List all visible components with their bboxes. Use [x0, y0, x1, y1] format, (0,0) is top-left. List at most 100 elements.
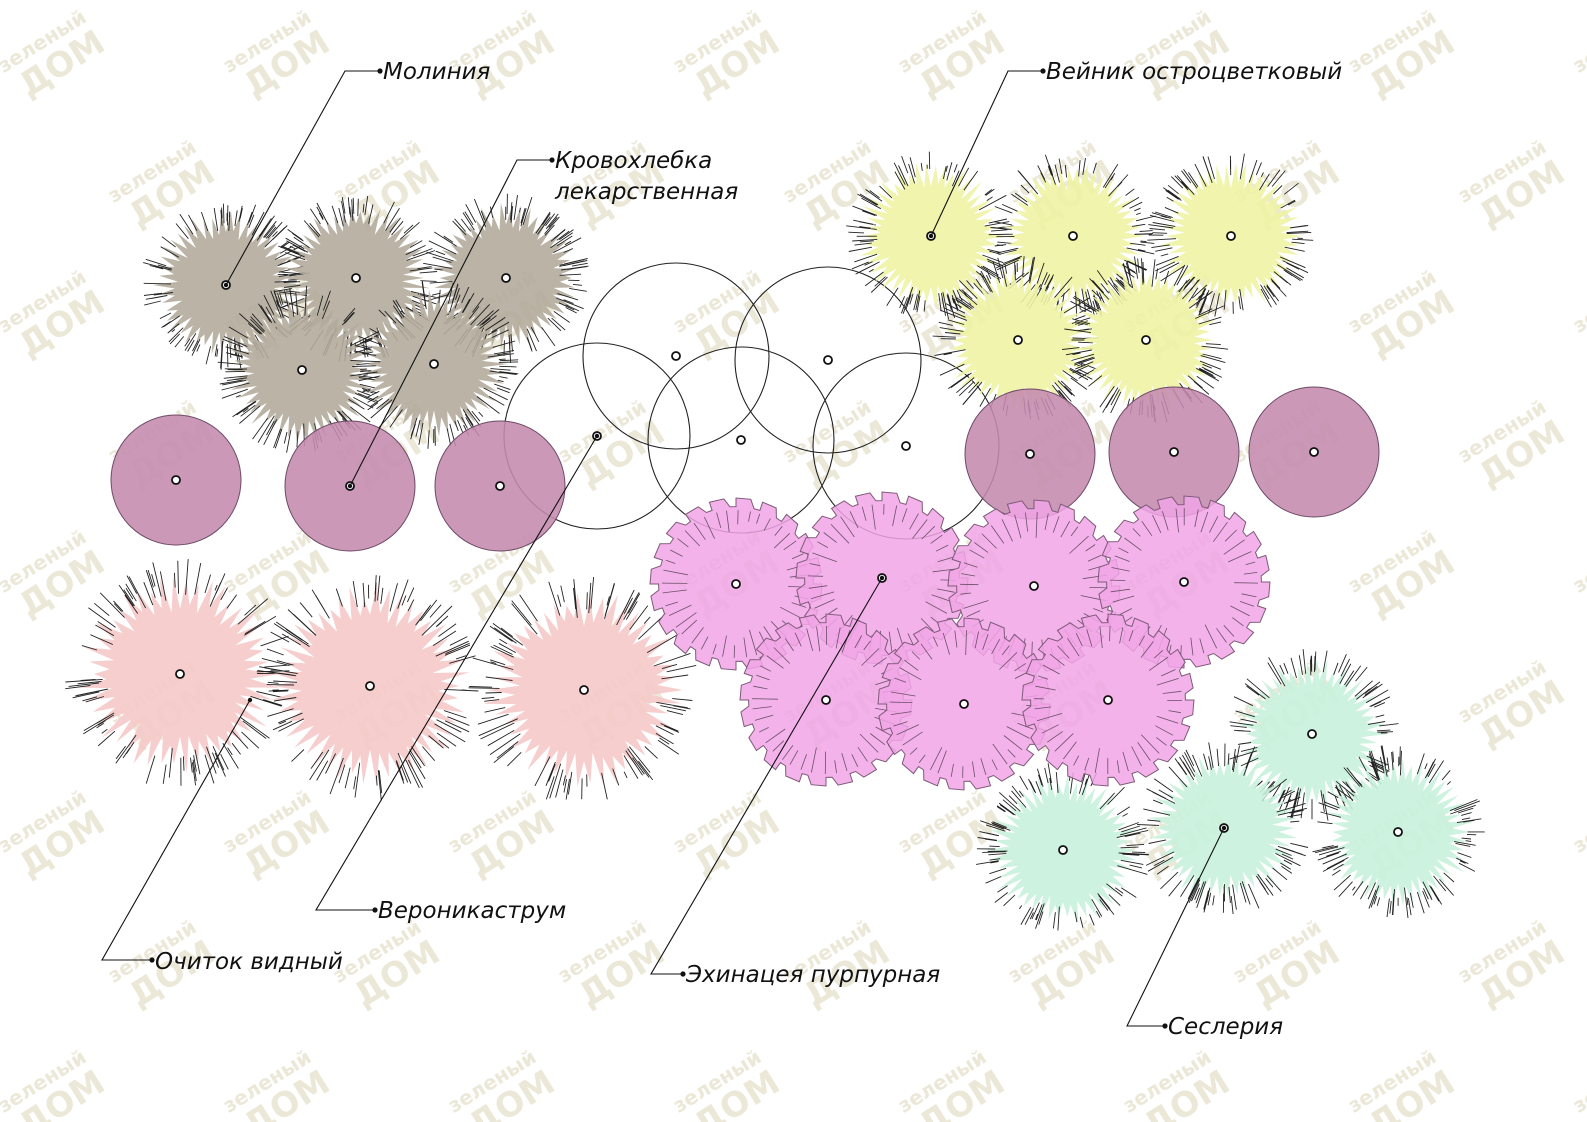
- plant-center-dot: [671, 351, 681, 361]
- leader-start-dot: [247, 697, 253, 703]
- plant-calamagrostis: [846, 151, 1014, 320]
- callout-veronicastrum: Вероникаструм: [378, 898, 566, 924]
- plant-sedum: [468, 576, 697, 800]
- foliage-spikes: [1312, 745, 1485, 919]
- plant-center-dot: [171, 475, 181, 485]
- leader-molinia: [223, 68, 383, 288]
- leader-end-dot: [377, 68, 383, 74]
- plant-echinacea: [739, 613, 913, 787]
- plant-center-dot: [1068, 231, 1078, 241]
- callout-label-molinia: Молиния: [383, 59, 491, 85]
- callout-sanguisorba: Кровохлебка лекарственная: [554, 148, 738, 205]
- plant-layer: [65, 151, 1485, 931]
- leader-line: [225, 70, 380, 286]
- plant-sesleria: [1312, 745, 1485, 919]
- plant-sedum: [65, 559, 296, 786]
- plant-group-sanguisorba-right: [964, 386, 1380, 520]
- plant-center-dot: [1103, 695, 1113, 705]
- plant-center-dot: [365, 681, 375, 691]
- foliage-spikes: [976, 763, 1149, 931]
- plant-center-dot: [731, 579, 741, 589]
- leader-sesleria: [1126, 825, 1227, 1029]
- plant-calamagrostis: [1062, 256, 1229, 423]
- leader-start-dot: [1221, 825, 1227, 831]
- plant-echinacea: [877, 617, 1051, 791]
- plant-group-sanguisorba: [110, 414, 566, 552]
- plant-sedum: [257, 575, 479, 801]
- plant-center-dot: [1307, 729, 1317, 739]
- plant-center-dot: [297, 365, 307, 375]
- foliage-spikes: [257, 575, 479, 801]
- leader-line: [650, 577, 883, 975]
- plant-center-dot: [901, 441, 911, 451]
- foliage-spikes: [143, 203, 310, 370]
- plant-center-dot: [736, 435, 746, 445]
- leader-start-dot: [223, 282, 229, 288]
- plant-center-dot: [351, 273, 361, 283]
- callout-label-veronicastrum: Вероникаструм: [378, 898, 566, 924]
- leader-end-dot: [149, 957, 155, 963]
- plant-calamagrostis: [1147, 153, 1314, 317]
- plant-sesleria: [1137, 742, 1309, 915]
- plant-group-sedum: [65, 559, 697, 801]
- plant-outline: [734, 266, 922, 454]
- callout-sedum: Очиток видный: [155, 949, 343, 975]
- leader-line: [1126, 827, 1225, 1027]
- leader-line: [101, 699, 251, 961]
- plant-center-dot: [959, 699, 969, 709]
- leader-echinacea: [650, 575, 885, 977]
- leader-end-dot: [1162, 1023, 1168, 1029]
- leader-line: [930, 70, 1043, 237]
- plant-group-calamagrostis: [846, 151, 1314, 423]
- plant-center-dot: [1309, 447, 1319, 457]
- leader-veronicastrum: [315, 433, 600, 913]
- plant-center-dot: [579, 685, 589, 695]
- leader-start-dot: [347, 483, 353, 489]
- plant-veronicastrum: [582, 262, 770, 450]
- leader-start-dot: [594, 433, 600, 439]
- plant-sanguisorba: [110, 414, 242, 546]
- foliage-spikes: [846, 151, 1014, 320]
- flower-rays: [1034, 626, 1183, 774]
- callout-molinia: Молиния: [383, 59, 491, 85]
- leader-start-dot: [879, 575, 885, 581]
- callout-echinacea: Эхинацея пурпурная: [685, 962, 940, 988]
- plant-center-dot: [1226, 231, 1236, 241]
- callout-label-sedum: Очиток видный: [155, 949, 343, 975]
- plant-center-dot: [1179, 577, 1189, 587]
- plant-group-sesleria: [976, 649, 1485, 931]
- leader-line: [315, 435, 598, 911]
- plant-sanguisorba-right: [1248, 386, 1380, 518]
- plant-center-dot: [821, 695, 831, 705]
- leader-end-dot: [549, 157, 555, 163]
- callout-label-echinacea: Эхинацея пурпурная: [685, 962, 940, 988]
- leader-layer: [101, 68, 1227, 1029]
- leader-sedum: [101, 697, 253, 963]
- plant-center-dot: [501, 273, 511, 283]
- plant-center-dot: [1169, 447, 1179, 457]
- leader-calamagrostis: [928, 68, 1046, 239]
- plant-echinacea: [1021, 613, 1195, 787]
- leader-start-dot: [928, 233, 934, 239]
- leader-sanguisorba: [347, 157, 555, 489]
- plant-center-dot: [495, 481, 505, 491]
- callout-label-sesleria: Сеслерия: [1168, 1014, 1283, 1040]
- plant-molinia: [349, 280, 519, 449]
- plant-outline: [582, 262, 770, 450]
- callout-label-sanguisorba-line2: лекарственная: [554, 179, 738, 205]
- callout-label-calamagrostis: Вейник остроцветковый: [1046, 59, 1342, 85]
- plant-center-dot: [175, 669, 185, 679]
- plant-sanguisorba-right: [1108, 386, 1240, 518]
- plant-center-dot: [1058, 845, 1068, 855]
- plant-sanguisorba-right: [964, 388, 1096, 520]
- callout-sesleria: Сеслерия: [1168, 1014, 1283, 1040]
- callout-calamagrostis: Вейник остроцветковый: [1046, 59, 1342, 85]
- foliage-spikes: [349, 280, 519, 449]
- leader-line: [349, 159, 552, 487]
- plant-group-veronicastrum: [503, 262, 1000, 540]
- leader-end-dot: [680, 971, 686, 977]
- plant-center-dot: [1025, 449, 1035, 459]
- plant-center-dot: [1029, 581, 1039, 591]
- plant-group-echinacea: [649, 491, 1271, 791]
